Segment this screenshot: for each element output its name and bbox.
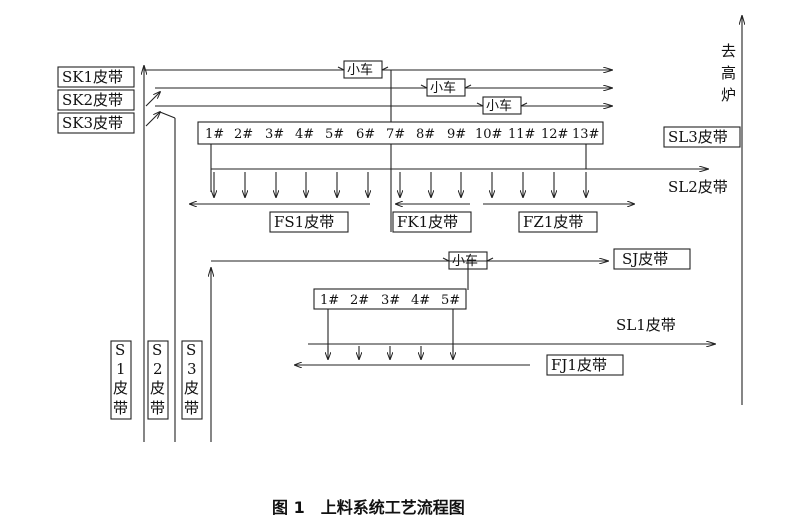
- upper-bin-label: 9#: [447, 127, 466, 142]
- sk3-label: SK3皮带: [62, 114, 123, 132]
- sl3-box: [663, 126, 741, 148]
- sk1-label: SK1皮带: [62, 68, 123, 86]
- s2-char-1: 2: [153, 360, 163, 378]
- s2-char-0: S: [152, 341, 162, 359]
- collector-belts-upper: FS1皮带 FK1皮带 FZ1皮带: [190, 204, 634, 233]
- sk2-box: [57, 89, 135, 111]
- upper-bin-label: 12#: [541, 127, 568, 142]
- sk3-box: [57, 112, 135, 134]
- vertical-s-belts: S 1 皮 带 S 2 皮 带 S 3 皮 带: [110, 66, 211, 442]
- upper-bin-labels: 1# 2# 3# 4# 5# 6# 7# 8# 9# 10# 11# 12# 13#: [205, 127, 599, 142]
- upper-bin-label: 13#: [572, 127, 599, 142]
- lower-bins-box: [313, 288, 467, 310]
- cart-2: 小车: [420, 78, 472, 97]
- upper-bin-label: 5#: [325, 127, 344, 142]
- lower-bin-arrows: [328, 346, 453, 359]
- cart-1: 小车: [337, 60, 389, 79]
- s2-char-3: 带: [150, 399, 165, 417]
- s1-char-3: 带: [113, 399, 128, 417]
- dest-char-2: 炉: [721, 86, 736, 104]
- lower-bin-label: 3#: [381, 293, 400, 308]
- figure-caption: 图 1 上料系统工艺流程图: [272, 498, 465, 517]
- upper-bin-arrows: [214, 172, 586, 197]
- sl1-label: SL1皮带: [616, 316, 676, 334]
- upper-bin-label: 2#: [234, 127, 253, 142]
- upper-bin-label: 3#: [265, 127, 284, 142]
- fs1-label: FS1皮带: [274, 213, 334, 231]
- cart-3-label: 小车: [486, 98, 512, 114]
- lower-bin-label: 4#: [411, 293, 430, 308]
- left-belt-labels: SK1皮带 SK2皮带 SK3皮带: [57, 66, 135, 134]
- fs1-box: [269, 211, 349, 233]
- lower-bin-label: 1#: [320, 293, 339, 308]
- s2-box: [147, 340, 169, 420]
- sj-box: [613, 248, 691, 270]
- upper-bin-label: 8#: [416, 127, 435, 142]
- cart-3: 小车: [476, 96, 528, 115]
- upper-bin-label: 1#: [205, 127, 224, 142]
- sk2-label: SK2皮带: [62, 91, 123, 109]
- dest-char-0: 去: [721, 42, 736, 60]
- s2-feed-arrow: [145, 92, 160, 107]
- s1-char-2: 皮: [113, 379, 128, 397]
- fk1-label: FK1皮带: [397, 213, 458, 231]
- fz1-label: FZ1皮带: [523, 213, 583, 231]
- upper-bin-bank: 1# 2# 3# 4# 5# 6# 7# 8# 9# 10# 11# 12# 13#: [197, 70, 604, 192]
- lower-bin-label: 2#: [350, 293, 369, 308]
- fj1-box: [546, 354, 624, 376]
- right-belt-labels: SL3皮带 SL2皮带 SJ皮带 SL1皮带: [613, 126, 741, 334]
- s3-char-1: 3: [187, 360, 197, 378]
- s1-char-1: 1: [116, 360, 126, 378]
- lower-bin-labels: 1# 2# 3# 4# 5#: [320, 293, 460, 308]
- fj1-label: FJ1皮带: [551, 356, 607, 374]
- s1-char-0: S: [115, 341, 125, 359]
- s2-char-2: 皮: [150, 379, 165, 397]
- s3-char-0: S: [186, 341, 196, 359]
- upper-bin-label: 6#: [356, 127, 375, 142]
- dest-char-1: 高: [721, 64, 736, 82]
- sj-label: SJ皮带: [622, 250, 668, 268]
- sk1-box: [57, 66, 135, 88]
- s3-char-3: 带: [184, 399, 199, 417]
- lower-bin-label: 5#: [441, 293, 460, 308]
- upper-bins-box: [197, 121, 604, 145]
- lower-bin-bank: 1# 2# 3# 4# 5#: [313, 261, 469, 352]
- cart-1-label: 小车: [347, 62, 373, 78]
- s3-box: [181, 340, 203, 420]
- upper-bin-label: 7#: [386, 127, 405, 142]
- s1-box: [110, 340, 132, 420]
- upper-bin-label: 10#: [475, 127, 502, 142]
- sl3-label: SL3皮带: [668, 128, 728, 146]
- s3-feed-join: [159, 111, 176, 119]
- fz1-box: [518, 211, 598, 233]
- s3-char-2: 皮: [184, 379, 199, 397]
- upper-bin-label: 11#: [508, 127, 535, 142]
- s3-feed-arrow: [145, 112, 160, 127]
- upper-bin-label: 4#: [295, 127, 314, 142]
- fk1-box: [392, 211, 472, 233]
- destination-label: 去 高 炉: [721, 42, 736, 104]
- sl2-label: SL2皮带: [668, 178, 728, 196]
- carts: 小车 小车 小车 小车: [337, 60, 528, 270]
- cart-2-label: 小车: [430, 80, 456, 96]
